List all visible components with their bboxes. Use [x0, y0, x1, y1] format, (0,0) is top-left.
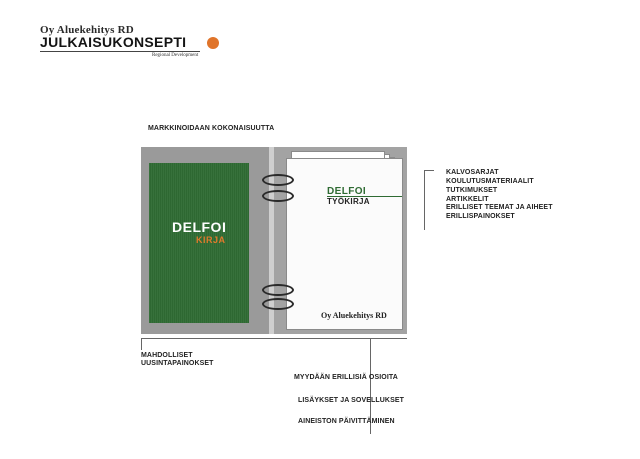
workbook-company: Oy Aluekehitys RD — [321, 311, 387, 320]
page-title: JULKAISUKONSEPTI — [40, 34, 187, 50]
bottom-note: AINEISTON PÄIVITTÄMINEN — [298, 418, 395, 425]
contents-bracket-line — [424, 170, 425, 230]
workbook-rule — [327, 196, 402, 197]
binder-ring-icon — [262, 190, 294, 202]
binder-bottom-line — [141, 338, 407, 339]
bottom-note: MYYDÄÄN ERILLISIÄ OSIOITA — [294, 374, 398, 381]
contents-item: ERILLISPAINOKSET — [446, 213, 515, 220]
diagram-heading: MARKKINOIDAAN KOKONAISUUTTA — [148, 125, 275, 132]
bottom-notes-connector — [370, 338, 371, 434]
binder-spine — [269, 147, 274, 334]
binder-ring-icon — [262, 174, 294, 186]
left-note-connector — [141, 338, 142, 350]
delfoi-book — [149, 163, 249, 323]
orange-dot-icon — [207, 37, 219, 49]
workbook-subtitle: TYÖKIRJA — [327, 197, 370, 206]
book-title: DELFOI — [172, 219, 227, 235]
workbook-title: DELFOI — [327, 186, 367, 197]
left-note-line2: UUSINTAPAINOKSET — [141, 360, 214, 367]
company-name: Oy Aluekehitys RD — [40, 24, 134, 36]
binder-ring-icon — [262, 284, 294, 296]
contents-item: TUTKIMUKSET — [446, 187, 498, 194]
contents-item: KOULUTUSMATERIAALIT — [446, 178, 534, 185]
bottom-note: LISÄYKSET JA SOVELLUKSET — [298, 397, 404, 404]
contents-bracket-top — [424, 170, 434, 171]
contents-item: KALVOSARJAT — [446, 169, 499, 176]
title-underline — [40, 51, 200, 52]
workbook-front-sheet — [286, 158, 403, 330]
book-subtitle: KIRJA — [196, 235, 226, 245]
contents-item: ERILLISET TEEMAT JA AIHEET — [446, 204, 553, 211]
contents-item: ARTIKKELIT — [446, 196, 489, 203]
binder-ring-icon — [262, 298, 294, 310]
page-subtitle: Regional Development — [152, 53, 199, 58]
left-note-line1: MAHDOLLISET — [141, 352, 193, 359]
